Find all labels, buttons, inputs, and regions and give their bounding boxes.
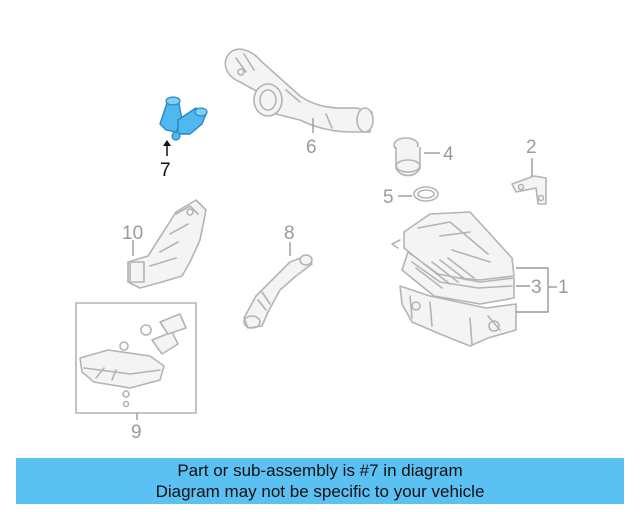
callout-6: 6: [306, 137, 317, 158]
callout-3: 3: [531, 277, 542, 298]
callout-2: 2: [526, 137, 537, 158]
callout-7: 7: [160, 160, 171, 181]
callout-5: 5: [383, 187, 394, 208]
part-9-frame: [75, 302, 197, 414]
part-1-air-cleaner-assembly: [391, 211, 517, 347]
part-10-resonator-duct: [127, 199, 207, 289]
info-banner: Part or sub-assembly is #7 in diagram Di…: [16, 458, 624, 504]
callout-8: 8: [284, 223, 295, 244]
part-4-coupler: [393, 137, 421, 177]
callout-1: 1: [558, 277, 569, 298]
part-2-bracket: [511, 175, 547, 205]
callout-10: 10: [122, 223, 143, 244]
leader-1-3: [516, 267, 549, 313]
part-5-o-ring: [413, 186, 439, 202]
callout-9: 9: [131, 422, 142, 443]
part-7-hose-highlighted: [159, 96, 208, 141]
part-6-intake-duct: [224, 48, 374, 133]
callout-4: 4: [443, 144, 454, 165]
banner-line-1: Part or sub-assembly is #7 in diagram: [177, 461, 463, 480]
part-8-tube: [243, 254, 313, 329]
parts-diagram: 6 7 4 5 2 3: [75, 48, 569, 443]
part-9-box-assembly: [79, 313, 187, 408]
banner-line-2: Diagram may not be specific to your vehi…: [155, 482, 485, 501]
